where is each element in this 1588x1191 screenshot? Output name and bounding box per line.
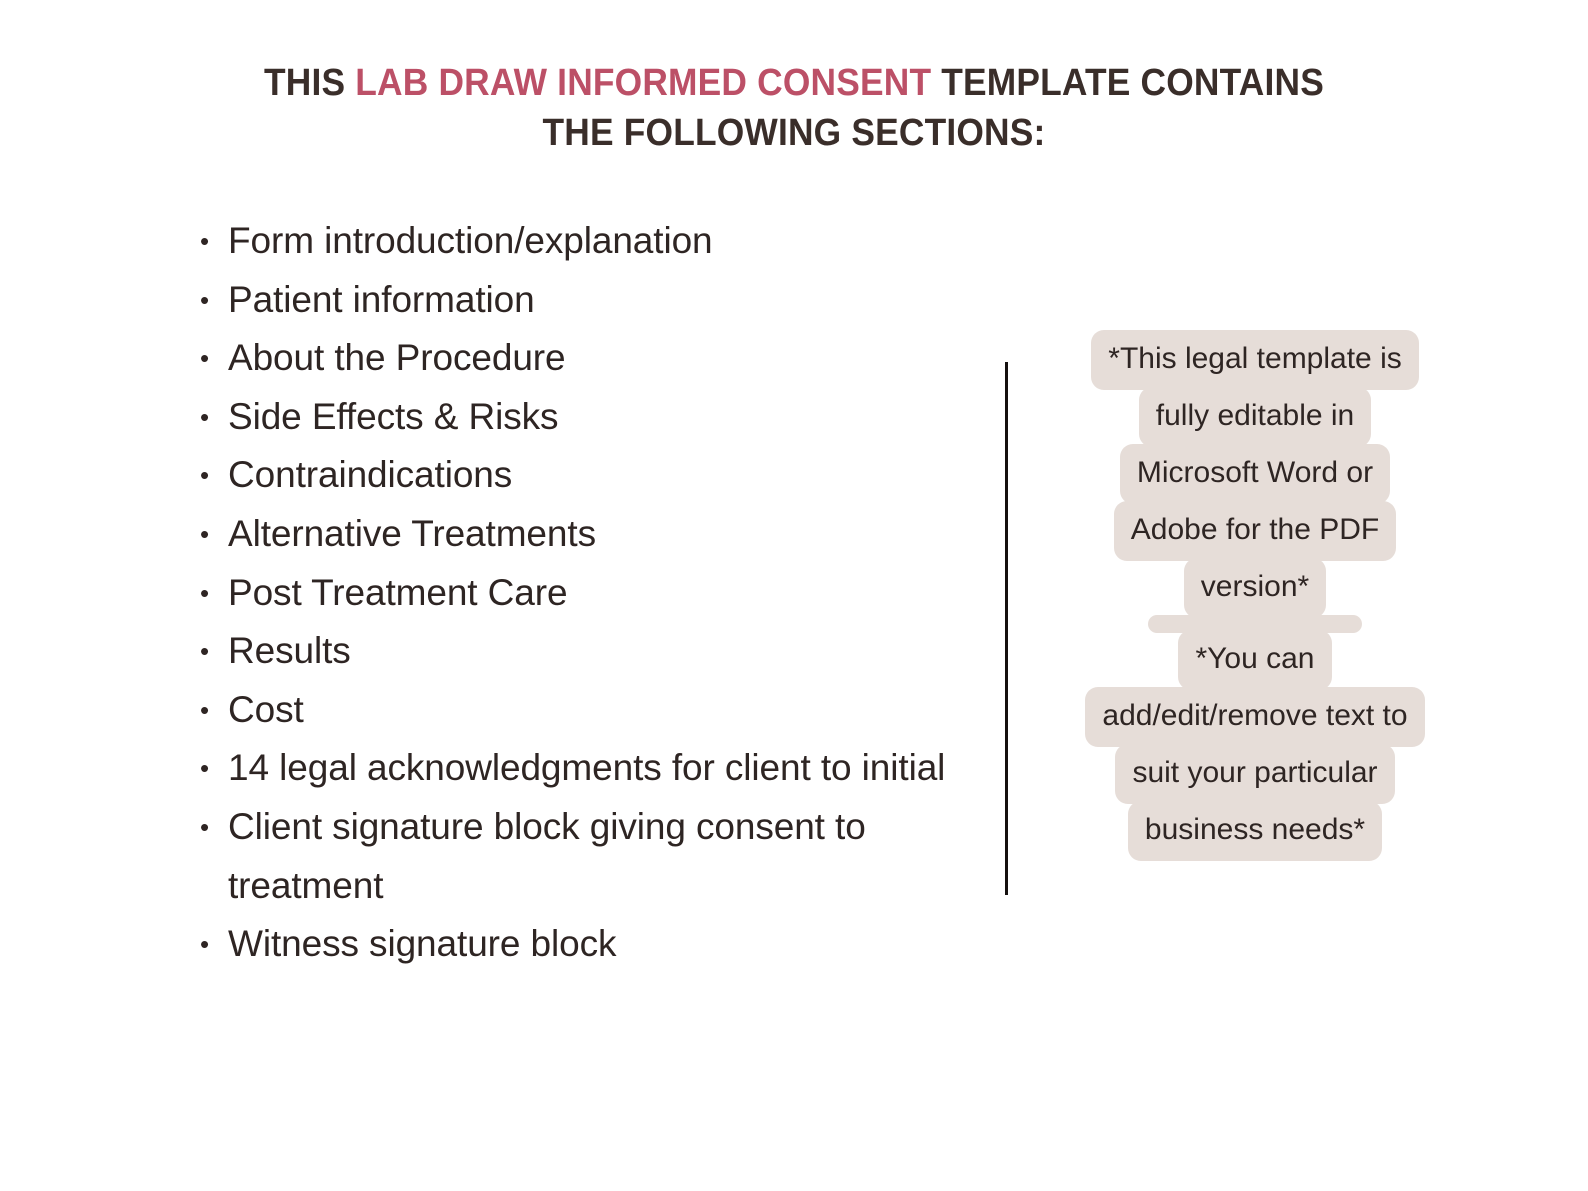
callout-line: fully editable in [1138,387,1372,447]
list-item: Form introduction/explanation [196,212,986,271]
callout-line: add/edit/remove text to [1085,687,1425,747]
callout-line: Adobe for the PDF [1113,501,1397,561]
title-line-1: THIS LAB DRAW INFORMED CONSENT TEMPLATE … [56,58,1533,108]
vertical-divider [1005,362,1008,895]
callout-line: version* [1183,558,1327,618]
callout-line: Microsoft Word or [1119,444,1391,504]
list-item: Client signature block giving consent to… [196,798,986,915]
list-item: About the Procedure [196,329,986,388]
callout-line: *You can [1178,630,1332,690]
list-item: Post Treatment Care [196,564,986,623]
title-line-2: THE FOLLOWING SECTIONS: [542,112,1046,155]
title-suffix: TEMPLATE CONTAINS [931,62,1324,104]
title-prefix: THIS [264,62,356,104]
list-item: Results [196,622,986,681]
callout-line-spacer [1148,615,1362,633]
callout-line: *This legal template is [1091,330,1419,390]
editable-note-callout: *This legal template is fully editable i… [1040,330,1470,861]
list-item: Side Effects & Risks [196,388,986,447]
list-item: Cost [196,681,986,740]
sections-list: Form introduction/explanation Patient in… [196,212,986,974]
list-item: Witness signature block [196,915,986,974]
list-item: 14 legal acknowledgments for client to i… [196,739,986,798]
list-item: Patient information [196,271,986,330]
callout-line: business needs* [1127,801,1383,861]
title-accent: LAB DRAW INFORMED CONSENT [355,62,932,104]
callout-line: suit your particular [1115,744,1395,804]
page-title: THIS LAB DRAW INFORMED CONSENT TEMPLATE … [0,58,1588,158]
list-item: Alternative Treatments [196,505,986,564]
list-item: Contraindications [196,446,986,505]
